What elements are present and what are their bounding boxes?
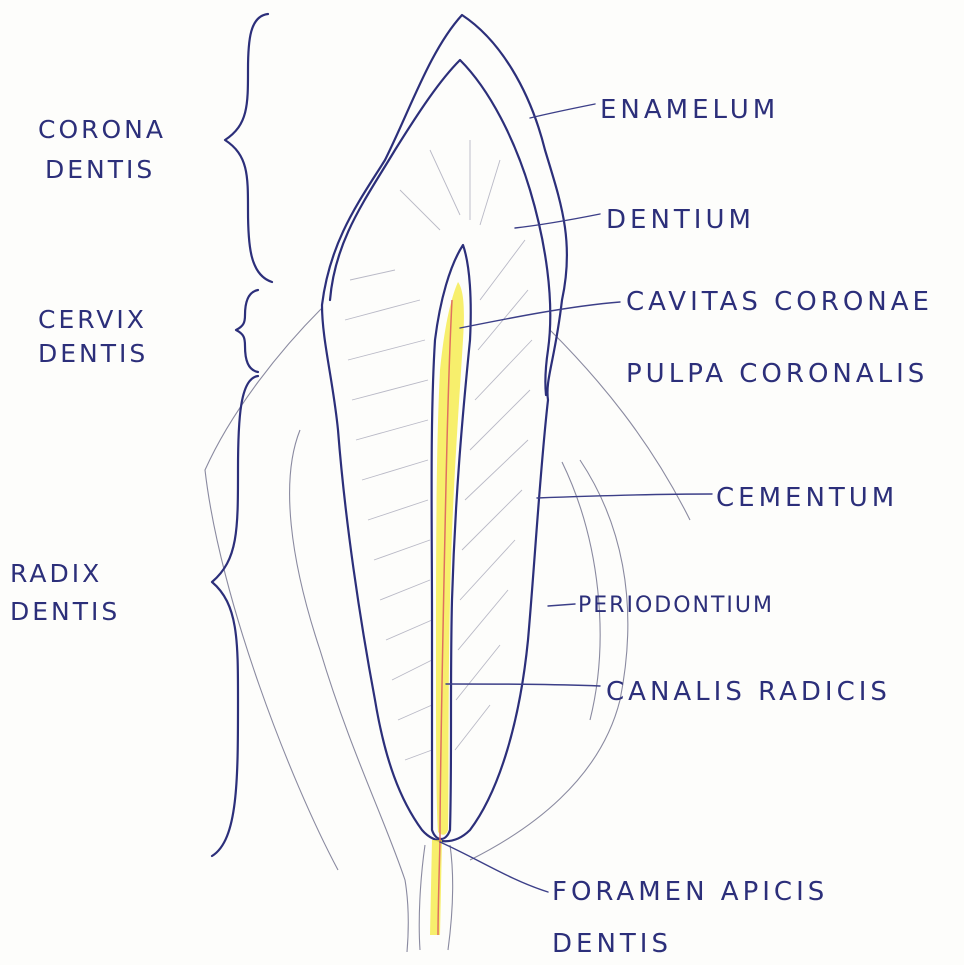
label-periodontium: PERIODONTIUM [578, 593, 774, 618]
label-cavitas-1: CAVITAS CORONAE [626, 287, 933, 317]
label-dentium: DENTIUM [606, 205, 755, 235]
label-radix-2: DENTIS [10, 597, 120, 626]
label-enamelum: ENAMELUM [600, 95, 779, 125]
leader-periodontium [548, 604, 575, 606]
leader-cementum [537, 494, 712, 498]
leader-enamelum [530, 104, 595, 118]
label-cervix-1: CERVIX [38, 305, 147, 334]
label-corona-2: DENTIS [45, 155, 155, 184]
label-cementum: CEMENTUM [716, 483, 898, 513]
bracket-radix [212, 376, 258, 856]
leader-cavitas [460, 302, 620, 328]
label-canalis: CANALIS RADICIS [606, 677, 891, 707]
label-cervix-2: DENTIS [38, 339, 148, 368]
bracket-corona [225, 14, 272, 282]
label-foramen-2: DENTIS [552, 929, 672, 959]
root-apex-outline-2 [448, 845, 453, 950]
label-cavitas-2: PULPA CORONALIS [626, 359, 928, 389]
bracket-cervix [236, 290, 258, 372]
label-corona-1: CORONA [38, 115, 166, 144]
root-apex-outline [419, 845, 425, 950]
label-radix-1: RADIX [10, 559, 102, 588]
label-foramen-1: FORAMEN APICIS [552, 877, 828, 907]
leader-dentium [515, 214, 600, 228]
leader-foramen [440, 842, 548, 892]
